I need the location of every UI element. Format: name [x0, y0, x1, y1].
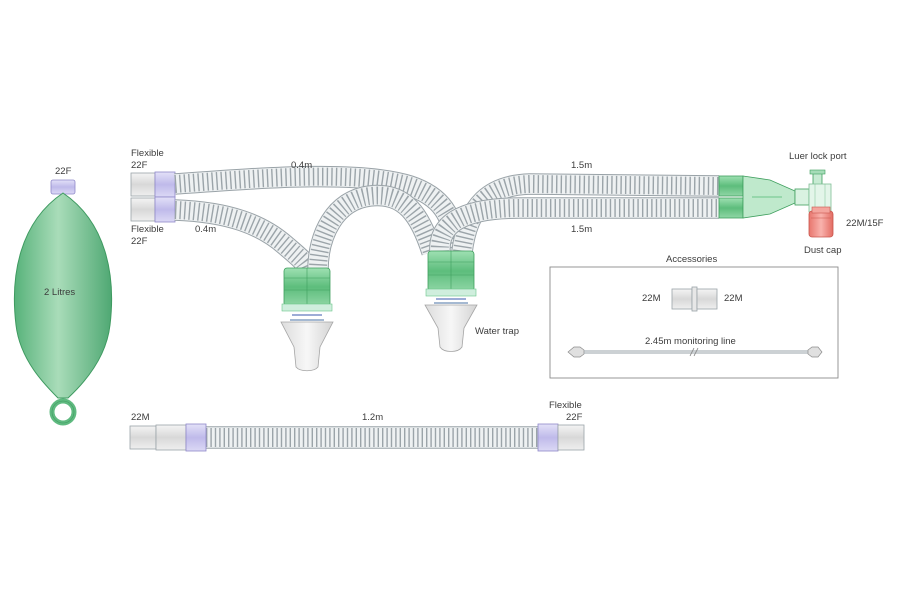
water-trap-right — [424, 250, 478, 352]
bag-neck-connector — [50, 179, 76, 195]
circuit-left-connectors — [130, 171, 176, 223]
top-limb-flexible-label: Flexible — [131, 148, 164, 159]
reservoir-bag — [13, 179, 113, 426]
hose-22f-label: 22F — [566, 412, 583, 423]
bottom-limb-flexible-label: Flexible — [131, 224, 164, 235]
top-limb-22f-label: 22F — [131, 160, 148, 171]
luer-lock-port-label: Luer lock port — [789, 151, 847, 162]
bottom-limb-22f-label: 22F — [131, 236, 148, 247]
bag-body — [13, 192, 113, 399]
top-limb-connector — [130, 172, 156, 197]
corrugated-tubes — [174, 165, 720, 449]
hose-22f-connector — [537, 423, 559, 452]
water-trap-label: Water trap — [475, 326, 519, 337]
monitoring-line — [567, 346, 823, 358]
dust-cap — [808, 206, 834, 238]
adapter-left-label: 22M — [642, 293, 661, 304]
tube-right-top — [451, 173, 720, 254]
top-limb-length-label: 0.4m — [291, 160, 313, 171]
hose-length-label: 1.2m — [362, 412, 384, 423]
hose-flexible-label: Flexible — [549, 400, 582, 411]
bag-connector-label: 22F — [55, 166, 72, 177]
dust-cap-label: Dust cap — [804, 245, 842, 256]
adapter-22m-22m — [671, 286, 718, 312]
right-bottom-length-label: 1.5m — [571, 224, 593, 235]
bag-volume-label: 2 Litres — [44, 287, 76, 298]
hose-22m-connector — [129, 425, 157, 450]
hose-left-connector-label: 22M — [131, 412, 150, 423]
y-piece — [718, 175, 810, 219]
tube-bottom-limb — [174, 199, 318, 273]
right-top-length-label: 1.5m — [571, 160, 593, 171]
tube-cross-limb — [307, 184, 443, 271]
adapter-right-label: 22M — [724, 293, 743, 304]
bottom-limb-length-label: 0.4m — [195, 224, 217, 235]
bottom-limb-connector — [130, 197, 156, 222]
hose-connectors — [129, 423, 585, 452]
patient-connector-label: 22M/15F — [846, 218, 884, 229]
accessories-box — [549, 266, 839, 379]
monitoring-line-label: 2.45m monitoring line — [645, 336, 736, 347]
accessories-title: Accessories — [666, 254, 718, 265]
tube-right-bottom — [429, 197, 719, 253]
water-trap-left — [280, 267, 334, 372]
